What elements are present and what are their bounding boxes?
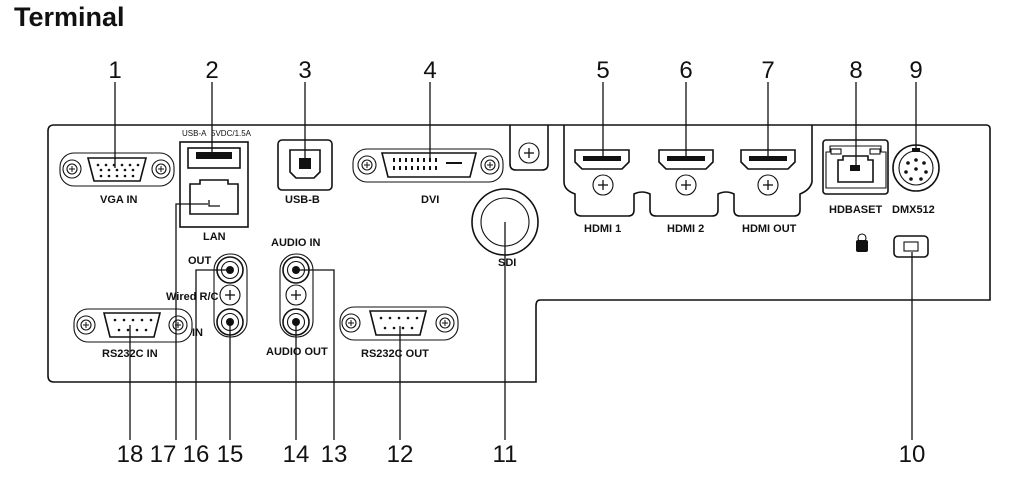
callout-6: 6 [679, 57, 692, 84]
callout-3: 3 [298, 57, 311, 84]
callout-11: 11 [493, 441, 518, 468]
callout-18: 18 [117, 441, 144, 468]
callout-16: 16 [183, 441, 210, 468]
hdmi-out-label: HDMI OUT [742, 223, 797, 235]
usb-a-lan-port [179, 141, 249, 228]
panel-outline [47, 124, 991, 383]
usb-a-power-label: 5VDC/1.5A [211, 129, 252, 138]
callout-17: 17 [150, 441, 177, 468]
hdmi-frame [563, 125, 813, 217]
callout-9: 9 [909, 57, 922, 84]
rc-out-label: OUT [188, 255, 212, 267]
dvi-port [352, 148, 504, 183]
callout-8: 8 [849, 57, 862, 84]
hdmi-1-port [574, 149, 630, 196]
usb-b-label: USB-B [285, 194, 320, 206]
rs232c-out-port [339, 306, 459, 341]
hdmi2-label: HDMI 2 [667, 223, 704, 235]
callout-7: 7 [761, 57, 774, 84]
callout-14: 14 [283, 441, 310, 468]
vga-in-port [59, 152, 175, 187]
callout-15: 15 [217, 441, 244, 468]
hdbaset-label: HDBASET [829, 204, 882, 216]
rc-in-label: IN [192, 327, 203, 339]
callout-10: 10 [899, 441, 926, 468]
hdmi1-label: HDMI 1 [584, 223, 621, 235]
dmx512-label: DMX512 [892, 204, 935, 216]
page-title: Terminal [14, 2, 125, 32]
callout-4: 4 [423, 57, 436, 84]
sdi-label: SDI [498, 257, 516, 269]
hdmi-2-port [658, 149, 714, 196]
vga-in-label: VGA IN [100, 194, 138, 206]
rs232c-in-port [73, 308, 193, 343]
callout-1: 1 [108, 57, 121, 84]
dvi-label: DVI [421, 194, 439, 206]
callout-2: 2 [205, 57, 218, 84]
rs232c-out-label: RS232C OUT [361, 348, 429, 360]
kensington-lock [856, 233, 929, 258]
callout-12: 12 [387, 441, 414, 468]
wired-rc-label: Wired R/C [166, 291, 219, 303]
audio-in-label: AUDIO IN [271, 237, 321, 249]
usb-a-label: USB-A [182, 129, 207, 138]
dmx512-port [892, 144, 940, 192]
callout-13: 13 [321, 441, 348, 468]
leader-lines [114, 82, 917, 440]
hdmi-out-port [740, 149, 796, 196]
lan-label: LAN [203, 231, 226, 243]
screw-box [509, 125, 549, 171]
screw-plus-icon [518, 142, 540, 164]
callout-numbers: 1 2 3 4 5 6 7 8 9 10 11 12 13 14 15 16 1… [108, 57, 925, 468]
callout-5: 5 [596, 57, 609, 84]
audio-out-label: AUDIO OUT [266, 346, 328, 358]
